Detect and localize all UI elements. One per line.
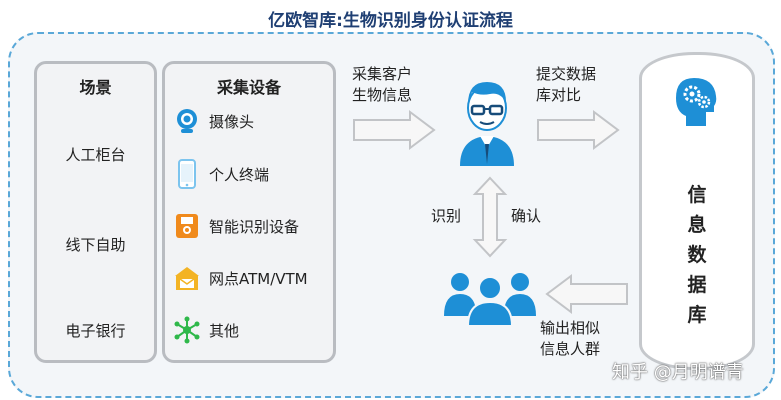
collect-arrow: [353, 110, 436, 150]
database-label-char: 信: [687, 184, 707, 206]
smart-device-icon: [173, 212, 201, 240]
submit-label-line: 库对比: [536, 86, 582, 104]
scene-heading: 场景: [79, 78, 112, 97]
equipment-item-smart-device: 智能识别设备: [173, 210, 299, 242]
scene-item-self-service: 线下自助: [65, 236, 126, 254]
output-label-line: 信息人群: [540, 340, 601, 358]
equipment-label: 个人终端: [209, 165, 270, 184]
equipment-panel: 采集设备 摄像头 个人终端: [162, 61, 336, 363]
submit-label: 提交数据 库对比: [536, 64, 596, 106]
equipment-item-atm: 网点ATM/VTM: [173, 262, 308, 294]
collect-label-line: 采集客户: [352, 65, 413, 83]
scene-item-counter: 人工柜台: [65, 146, 126, 164]
identify-confirm-arrow: [472, 176, 508, 258]
equipment-heading: 采集设备: [216, 78, 281, 97]
output-arrow: [545, 274, 628, 314]
brain-gear-icon: [676, 78, 717, 126]
analyst-person-icon: [460, 82, 514, 166]
output-label-line: 输出相似: [540, 319, 601, 337]
equipment-label: 其他: [209, 321, 240, 340]
output-label: 输出相似 信息人群: [540, 318, 600, 360]
database-label-char: 息: [687, 214, 707, 236]
diagram-title: 亿欧智库:生物识别身份认证流程: [268, 11, 513, 31]
people-group-icon: [444, 273, 536, 327]
equipment-item-terminal: 个人终端: [173, 158, 269, 190]
equipment-item-other: 其他: [173, 314, 239, 346]
camera-icon: [173, 107, 201, 135]
phone-icon: [173, 159, 201, 189]
identify-label: 识别: [431, 207, 462, 225]
database-label-char: 库: [687, 304, 707, 326]
equipment-label: 智能识别设备: [209, 217, 300, 236]
watermark: 知乎 @月明谱青: [612, 362, 744, 383]
submit-arrow: [537, 110, 620, 150]
collect-label-line: 生物信息: [352, 86, 413, 104]
database-label-char: 数: [687, 244, 707, 266]
database-label: 信 息 数 据 库: [642, 180, 752, 330]
atm-icon: [173, 264, 201, 292]
database-label-char: 据: [687, 274, 707, 296]
network-icon: [173, 316, 201, 344]
scene-item-e-banking: 电子银行: [65, 322, 126, 340]
collect-label: 采集客户 生物信息: [352, 64, 412, 106]
submit-label-line: 提交数据: [536, 65, 597, 83]
database-cylinder: 信 息 数 据 库: [639, 52, 755, 370]
equipment-item-camera: 摄像头: [173, 105, 254, 137]
equipment-label: 网点ATM/VTM: [209, 269, 308, 288]
equipment-label: 摄像头: [209, 112, 255, 131]
scene-panel: 场景 人工柜台 线下自助 电子银行: [34, 61, 157, 363]
confirm-label: 确认: [511, 207, 542, 225]
